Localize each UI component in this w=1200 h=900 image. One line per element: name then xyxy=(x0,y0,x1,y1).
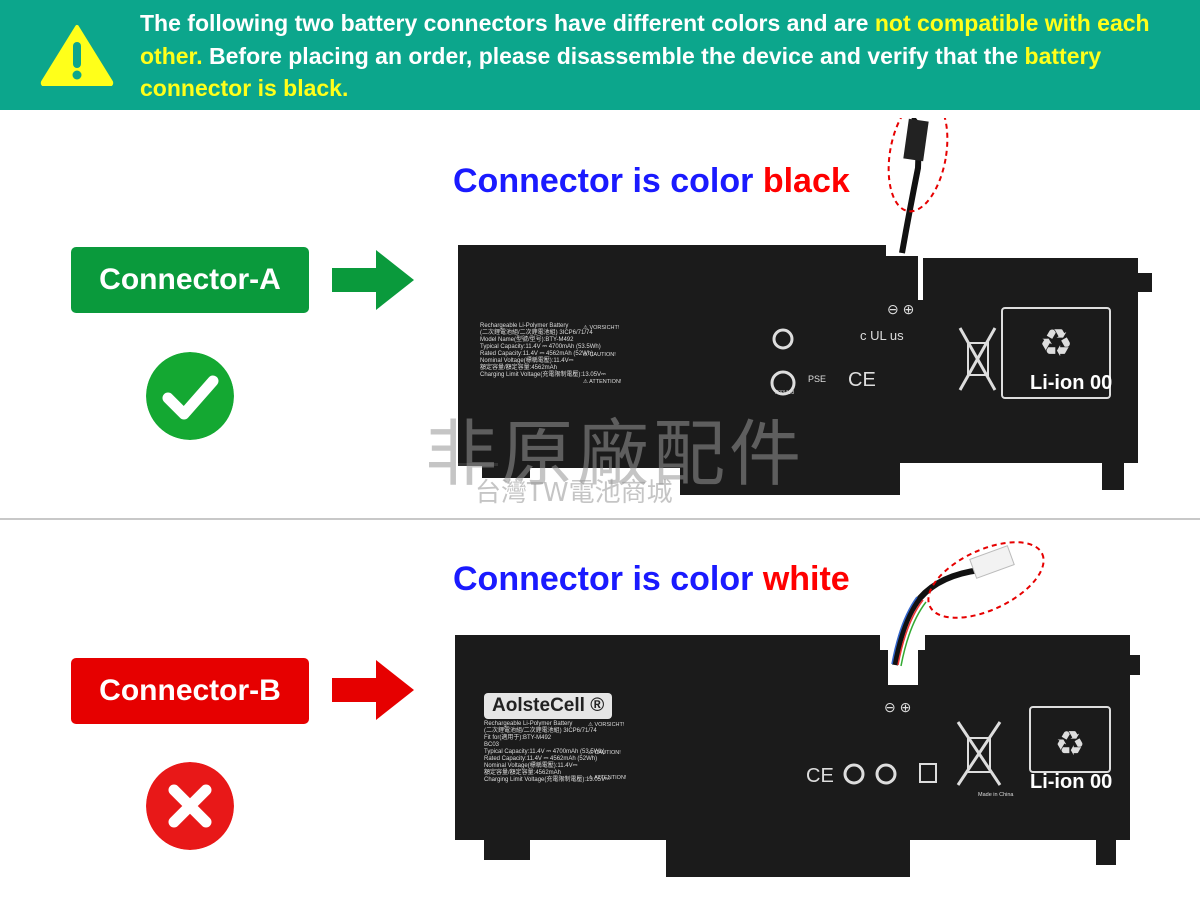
warning-fr: ⚠ ATTENTION! xyxy=(588,775,627,781)
warning-icon xyxy=(40,25,114,86)
li-ion-label-b: Li-ion 00 xyxy=(1030,771,1113,793)
svg-text:c UL us: c UL us xyxy=(860,328,904,343)
battery-b-image: ⊖ ⊕ ♻ CE xyxy=(455,541,1140,877)
heading-connector-a: Connector is color black xyxy=(453,162,850,200)
connector-a-tag: Connector-A xyxy=(71,247,309,313)
warning-text: The following two battery connectors hav… xyxy=(140,10,1150,101)
svg-text:⊖ ⊕: ⊖ ⊕ xyxy=(887,301,914,317)
svg-text:PSE: PSE xyxy=(808,374,826,384)
heading-connector-b: Connector is color white xyxy=(453,560,850,598)
battery-b-spec-label: Rechargeable Li-Polymer Battery(二次鋰電池組/二… xyxy=(484,721,610,783)
svg-text:CE: CE xyxy=(806,765,834,787)
svg-text:♻: ♻ xyxy=(1055,725,1085,763)
watermark-sub: 台灣TW電池商城 xyxy=(475,478,673,508)
battery-a-spec-label: Rechargeable Li-Polymer Battery(二次鋰電池組/二… xyxy=(480,323,606,378)
warning-banner: The following two battery connectors hav… xyxy=(0,0,1200,110)
warning-de: ⚠ VORSICHT! xyxy=(583,325,620,331)
battery-a-image: ⊖ ⊕ ♻ PSE CE c UL us xyxy=(458,118,1152,495)
cert-number: R33418 xyxy=(775,390,795,396)
arrow-right-icon xyxy=(332,250,414,310)
connector-b-tag: Connector-B xyxy=(71,658,309,724)
warning-fr: ⚠ ATTENTION! xyxy=(583,379,622,385)
svg-text:CE: CE xyxy=(848,369,876,391)
brand-label: AolsteCell ® xyxy=(484,693,613,719)
made-in-label: Made in China xyxy=(978,792,1014,798)
warning-de: ⚠ VORSICHT! xyxy=(588,722,625,728)
check-icon xyxy=(146,352,234,440)
li-ion-label-a: Li-ion 00 xyxy=(1030,372,1113,394)
warning-en: ⚠ CAUTION! xyxy=(583,352,616,358)
warning-en: ⚠ CAUTION! xyxy=(588,750,621,756)
svg-text:⊖ ⊕: ⊖ ⊕ xyxy=(884,699,911,715)
arrow-right-icon xyxy=(332,660,414,720)
cross-icon xyxy=(146,762,234,850)
section-divider xyxy=(0,518,1200,520)
svg-text:♻: ♻ xyxy=(1039,323,1073,365)
watermark: 非原廠配件 xyxy=(425,412,806,496)
